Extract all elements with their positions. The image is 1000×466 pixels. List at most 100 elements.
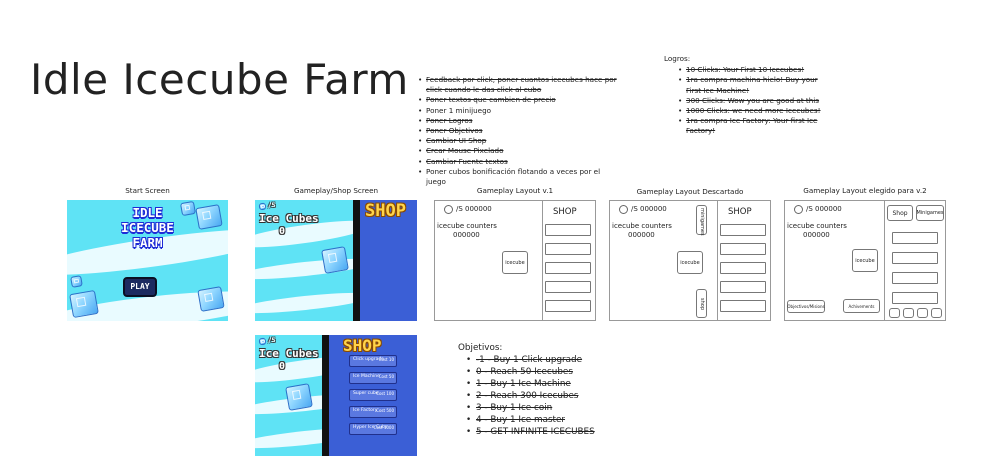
gameplay-screen: /S Ice Cubes 0 SHOP [255,200,417,321]
counter-value: 000000 [628,231,655,239]
shop-item-label: Ice Factory [353,408,378,413]
shop-title: SHOP [553,207,577,217]
divider [884,201,885,320]
shop-slot[interactable] [720,224,766,236]
divider [353,200,360,321]
shop-item-label: Super cube [353,391,379,396]
caption-descartado: Gameplay Layout Descartado [636,187,744,196]
ice-cubes-count: 0 [279,361,286,372]
todo-item: Cambiar UI Shop [418,136,618,146]
shop-panel [360,200,417,321]
shop-slot[interactable] [545,300,591,312]
coin-icon [794,205,803,214]
shop-item-ice-factory[interactable]: Ice Factory Cost 500 [349,406,397,418]
shop-slot[interactable] [892,232,938,244]
objetivo-item: 5 - GET INFINITE ICECUBES [466,426,595,438]
objetivos-heading: Objetivos: [458,343,503,353]
shop-slot[interactable] [545,224,591,236]
wireframe-descartado: /S 000000 icecube counters 000000 icecub… [609,200,771,321]
icecube-button[interactable]: icecube [502,251,528,274]
shop-slot[interactable] [892,292,938,304]
coin-icon [619,205,628,214]
objetivos-section: Objetivos: -1 - Buy 1 Click upgrade 0 - … [458,342,595,438]
shop-item-price: Cost 100 [376,391,394,396]
buy-amount-button[interactable] [917,308,928,318]
buy-amount-button[interactable] [903,308,914,318]
ice-cubes-label: Ice Cubes [259,212,319,225]
minigames-tab-label: minigames [699,208,705,236]
shop-item-click-upgrade[interactable]: Click upgrade Cost 10 [349,355,397,367]
start-title-line1: IDLE [132,205,163,220]
shop-tab-label: shop [699,298,705,311]
shop-title: SHOP [343,336,382,355]
objetivo-item: 4 - Buy 1 Ice master [466,414,595,426]
rate-label: /S [268,337,276,344]
rate-text: /S 000000 [456,205,492,213]
counter-value: 000000 [453,231,480,239]
ice-cube-icon [197,286,225,312]
achievements-button[interactable]: Achivements [843,299,880,313]
shop-slot[interactable] [720,243,766,255]
ice-cube-click-target[interactable] [285,383,313,411]
shop-screen: /S Ice Cubes 0 SHOP Click upgrade Cost 1… [255,335,417,456]
wireframe-v1: /S 000000 icecube counters 000000 icecub… [434,200,596,321]
shop-item-hyper-ice-cube[interactable]: Hyper Ice Cube Cost 1000 [349,423,397,435]
rate-text: /S 000000 [631,205,667,213]
divider [542,201,543,320]
icecube-button[interactable]: icecube [677,251,703,274]
shop-item-label: Click upgrade [353,357,384,362]
shop-panel: SHOP Click upgrade Cost 10 Ice Machine C… [329,335,417,456]
wireframe-v2: /S 000000 icecube counters 000000 icecub… [784,200,946,321]
ice-cubes-label: Ice Cubes [259,347,319,360]
shop-title: SHOP [728,207,752,217]
page-title: Idle Icecube Farm [30,55,409,104]
shop-slot[interactable] [892,252,938,264]
shop-title: SHOP [365,201,406,221]
shop-slot[interactable] [545,262,591,274]
objetivo-item: 1 - Buy 1 Ice Machine [466,378,595,390]
counters-label: icecube counters [787,222,847,230]
shop-slot[interactable] [545,243,591,255]
caption-v1: Gameplay Layout v.1 [476,186,554,195]
shop-item-ice-machine[interactable]: Ice Machine Cost 50 [349,372,397,384]
logro-item: 1ra compra machina hielo! Buy your First… [678,75,834,95]
counters-label: icecube counters [612,222,672,230]
start-title-line3: FARM [132,235,163,250]
shop-slot[interactable] [720,300,766,312]
play-button[interactable]: PLAY [123,277,157,297]
shop-slot[interactable] [892,272,938,284]
buy-amount-button[interactable] [931,308,942,318]
shop-slot[interactable] [545,281,591,293]
buy-amount-button[interactable] [889,308,900,318]
ice-cube-icon [179,200,197,217]
start-title-line2: ICECUBE [121,220,174,235]
minigames-tab[interactable]: minigames [696,205,707,236]
todo-item: Crear Mouse Pixelado [418,146,618,156]
ice-cubes-count: 0 [279,226,286,237]
logro-item: 1ra compra Ice Factory: Your first Ice F… [678,116,834,136]
shop-slot[interactable] [720,281,766,293]
todo-list: Feedback por click, poner cuantos icecub… [418,75,618,187]
shop-tab-button[interactable]: Shop [887,205,913,221]
ice-cube-click-target[interactable] [321,246,349,274]
shop-item-super-cube[interactable]: Super cube Cost 100 [349,389,397,401]
rate-label: /S [268,202,276,209]
shop-item-label: Hyper Ice Cube [353,425,388,430]
objetivos-button[interactable]: Objectivos/Misions [787,300,825,313]
caption-shop: Gameplay/Shop Screen [293,186,379,195]
objetivo-item: -1 - Buy 1 Click upgrade [466,354,595,366]
counters-label: icecube counters [437,222,497,230]
icecube-button[interactable]: icecube [852,249,878,272]
todo-item: Poner cubos bonificación flotando a vece… [418,167,618,187]
logros-heading: Logros: [664,54,691,63]
shop-item-price: Cost 10 [378,357,394,362]
rate-text: /S 000000 [806,205,842,213]
divider [322,335,329,456]
shop-item-price: Cost 1000 [373,425,394,430]
shop-item-price: Cost 50 [378,374,394,379]
logro-item: 300 Clicks: Wow you are good at this [678,96,834,106]
shop-tab[interactable]: shop [696,289,707,318]
minigames-tab-button[interactable]: Minigames [916,205,944,221]
shop-slot[interactable] [720,262,766,274]
ice-cube-icon [70,275,83,288]
